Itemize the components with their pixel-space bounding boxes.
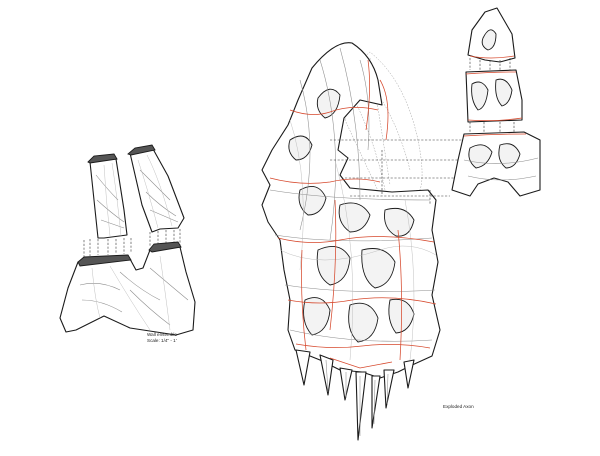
wall-cap-lower-right — [148, 241, 182, 253]
axon-main-body — [261, 42, 441, 379]
upper-finger-lower — [451, 131, 541, 197]
wall-ensemble-title: Wall ensemble — [147, 332, 177, 337]
wall-lower-base-piece — [59, 241, 196, 336]
wall-ensemble-caption: Wall ensemble Scale: 1/4" - 1' — [147, 332, 177, 344]
exploded-axon-drawing — [261, 42, 465, 441]
wall-upper-right-piece — [127, 144, 185, 233]
wall-cap-upper-right — [127, 144, 156, 156]
wall-ensemble-drawing — [59, 144, 196, 336]
wall-cap-upper-left — [87, 153, 118, 164]
axon-explode-lines — [330, 139, 465, 205]
exploded-upper-piece — [451, 7, 541, 197]
wall-upper-left-piece — [87, 153, 128, 239]
axon-legs — [295, 349, 415, 441]
ghosted-dome — [344, 51, 423, 196]
upper-stack-lines — [469, 58, 511, 72]
upper-finger-top — [467, 7, 516, 63]
upper-finger-middle — [465, 69, 523, 123]
wall-alignment-lines — [83, 229, 181, 258]
wall-ensemble-scale: Scale: 1/4" - 1' — [147, 338, 177, 343]
wall-cap-lower-left — [77, 254, 132, 267]
exploded-axon-caption: Exploded Axon — [443, 404, 474, 409]
